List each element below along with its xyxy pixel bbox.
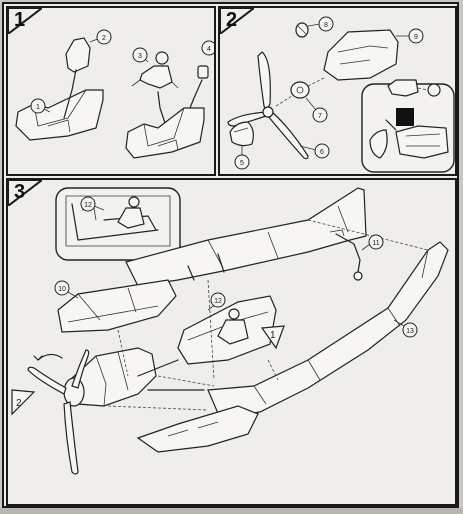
step-1-drawing: 1 2 3 4 [15,29,214,159]
marker-2: 2 [11,389,36,416]
svg-text:9: 9 [414,34,418,41]
callout-3: 3 [132,47,149,63]
svg-text:1: 1 [270,330,276,341]
callout-7: 7 [305,97,328,123]
step-3-drawing: 1 2 [11,187,449,475]
step-2-drawing: 5 6 7 8 9 [227,16,455,173]
callout-8: 8 [307,16,334,32]
svg-text:13: 13 [406,328,414,335]
svg-text:1: 1 [36,104,40,111]
step-2-panel: 2 [218,6,457,176]
callout-12-main: 12 [207,292,226,311]
callout-9: 9 [396,28,424,44]
svg-text:11: 11 [372,240,379,247]
step-3-panel: 3 1 [6,178,457,506]
step-1-panel: 1 1 [6,6,216,176]
svg-text:7: 7 [318,113,322,120]
svg-text:10: 10 [58,286,66,293]
svg-text:12: 12 [214,298,222,305]
svg-text:5: 5 [240,160,244,167]
callout-1: 1 [30,98,51,114]
callout-12-inset: 12 [80,196,105,212]
callout-6: 6 [299,143,330,159]
svg-text:3: 3 [138,53,142,60]
svg-text:2: 2 [16,398,22,409]
step-3-badge: 3 [8,180,42,206]
step-1-badge: 1 [8,8,42,34]
svg-text:4: 4 [207,46,211,53]
instruction-sheet: 1 1 [2,2,459,508]
svg-text:8: 8 [324,22,328,29]
step-2-number: 2 [226,9,238,31]
callout-13: 13 [393,319,418,338]
step-2-badge: 2 [220,8,254,34]
step-3-number: 3 [14,181,26,203]
callout-2: 2 [89,29,112,45]
callout-4: 4 [201,40,214,56]
svg-text:12: 12 [84,202,92,209]
callout-10: 10 [54,280,79,299]
svg-text:6: 6 [320,149,324,156]
callout-11: 11 [361,234,384,251]
svg-text:2: 2 [102,35,106,42]
marker-1: 1 [260,325,285,350]
page-edge [0,508,463,514]
step-1-number: 1 [14,9,26,31]
callout-5: 5 [234,146,250,170]
